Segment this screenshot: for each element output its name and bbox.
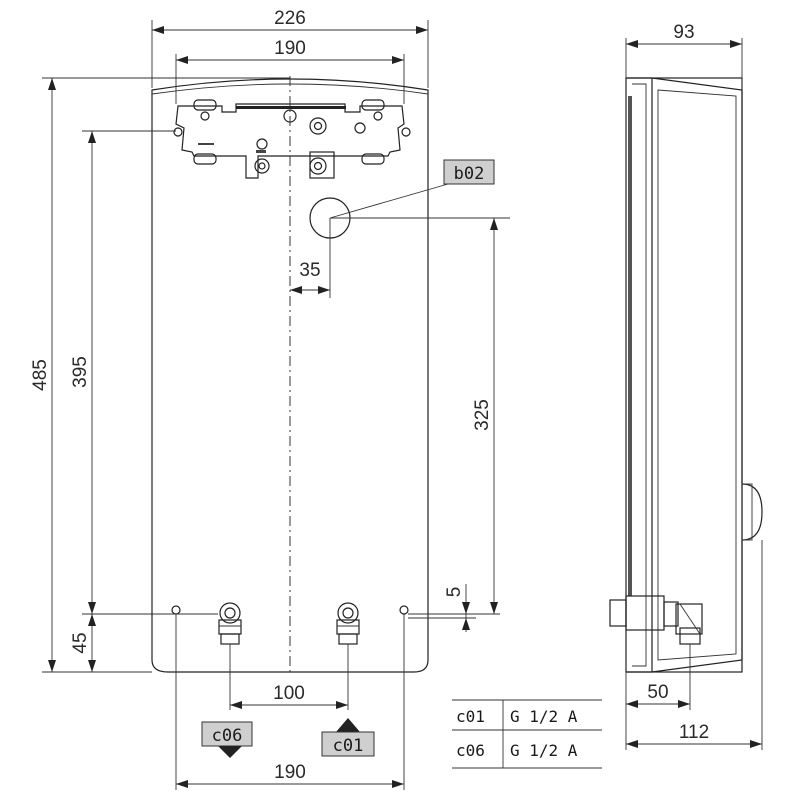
table-row-code: c06 [456, 741, 485, 760]
b02-label: b02 [454, 164, 485, 184]
dim-pipe-spacing: 100 [273, 683, 305, 704]
c06-label: c06 [212, 726, 243, 746]
c06-tag: c06 [201, 721, 253, 758]
table-row-spec: G 1/2 A [510, 741, 578, 760]
side-view [609, 77, 763, 673]
dim-b02-height: 325 [472, 399, 493, 431]
dim-bottom-holes-width: 190 [274, 762, 306, 783]
bottom-hole-right [399, 605, 409, 615]
dim-small-offset: 5 [444, 587, 465, 598]
dim-bottom-offset: 45 [70, 632, 91, 653]
b02-tag: b02 [443, 159, 495, 185]
dim-overall-height: 485 [30, 359, 51, 391]
dim-b02-offset: 35 [299, 260, 320, 281]
c01-tag: c01 [321, 718, 375, 757]
table-row-spec: G 1/2 A [510, 707, 578, 726]
front-body-outline [151, 78, 429, 673]
dim-top-bracket-width: 190 [274, 38, 306, 59]
pipe-c06 [218, 602, 242, 645]
dim-side-total-depth: 112 [679, 722, 709, 743]
c01-label: c01 [333, 736, 364, 756]
table-row-code: c01 [456, 707, 485, 726]
dim-side-pipe-depth: 50 [647, 682, 668, 703]
mounting-bracket [173, 99, 411, 179]
pipe-c01 [336, 602, 360, 645]
connections-table: c01 G 1/2 A c06 G 1/2 A [452, 699, 602, 769]
dim-bracket-height: 395 [70, 356, 91, 388]
bottom-hole-left [171, 605, 181, 615]
dim-side-depth: 93 [673, 22, 694, 43]
dim-overall-width: 226 [274, 8, 306, 29]
